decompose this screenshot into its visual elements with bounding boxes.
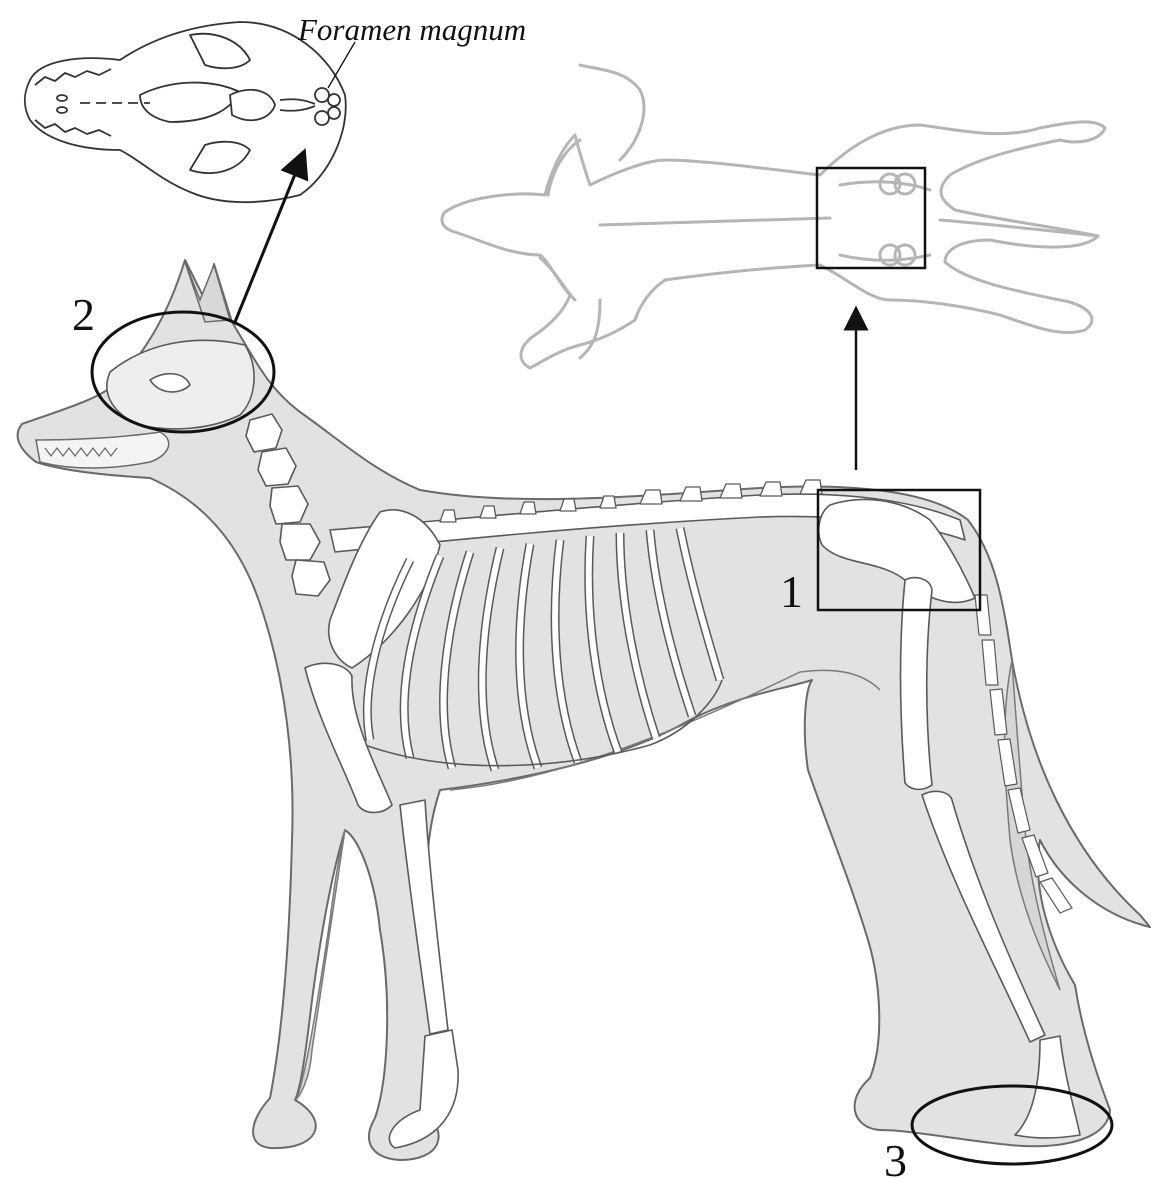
region-1-label: 1	[780, 566, 803, 617]
dorsal-forelimb	[580, 65, 644, 160]
region-2-label: 2	[72, 289, 95, 340]
spinous-process	[720, 484, 742, 498]
dorsal-forelimb	[580, 300, 600, 358]
dorsal-femoral-head	[895, 245, 915, 265]
spinous-process	[760, 482, 782, 496]
region-3-label: 3	[884, 1135, 907, 1179]
dorsal-hip	[840, 182, 930, 190]
spinous-process	[640, 490, 662, 504]
skull-incisive-foramen	[57, 95, 67, 101]
tail-vertebra	[1040, 878, 1072, 913]
occipital-condyle	[315, 111, 329, 125]
skull-incisive-foramen	[57, 107, 67, 113]
occipital-condyle	[328, 107, 340, 119]
dorsal-body-outline	[442, 122, 1105, 368]
skull-ventral-view	[25, 22, 346, 202]
foramen-magnum-label: Foramen magnum	[297, 12, 526, 47]
skull-tympanic-bulla	[230, 90, 275, 120]
occipital-condyle	[328, 94, 340, 106]
foramen-magnum-leader	[328, 42, 355, 88]
dog-dorsal-view	[442, 65, 1105, 368]
spinous-process	[680, 487, 702, 501]
occipital-condyle	[315, 88, 329, 102]
dorsal-hip	[840, 255, 930, 260]
dorsal-ear	[540, 258, 575, 300]
dorsal-spine	[600, 218, 830, 225]
